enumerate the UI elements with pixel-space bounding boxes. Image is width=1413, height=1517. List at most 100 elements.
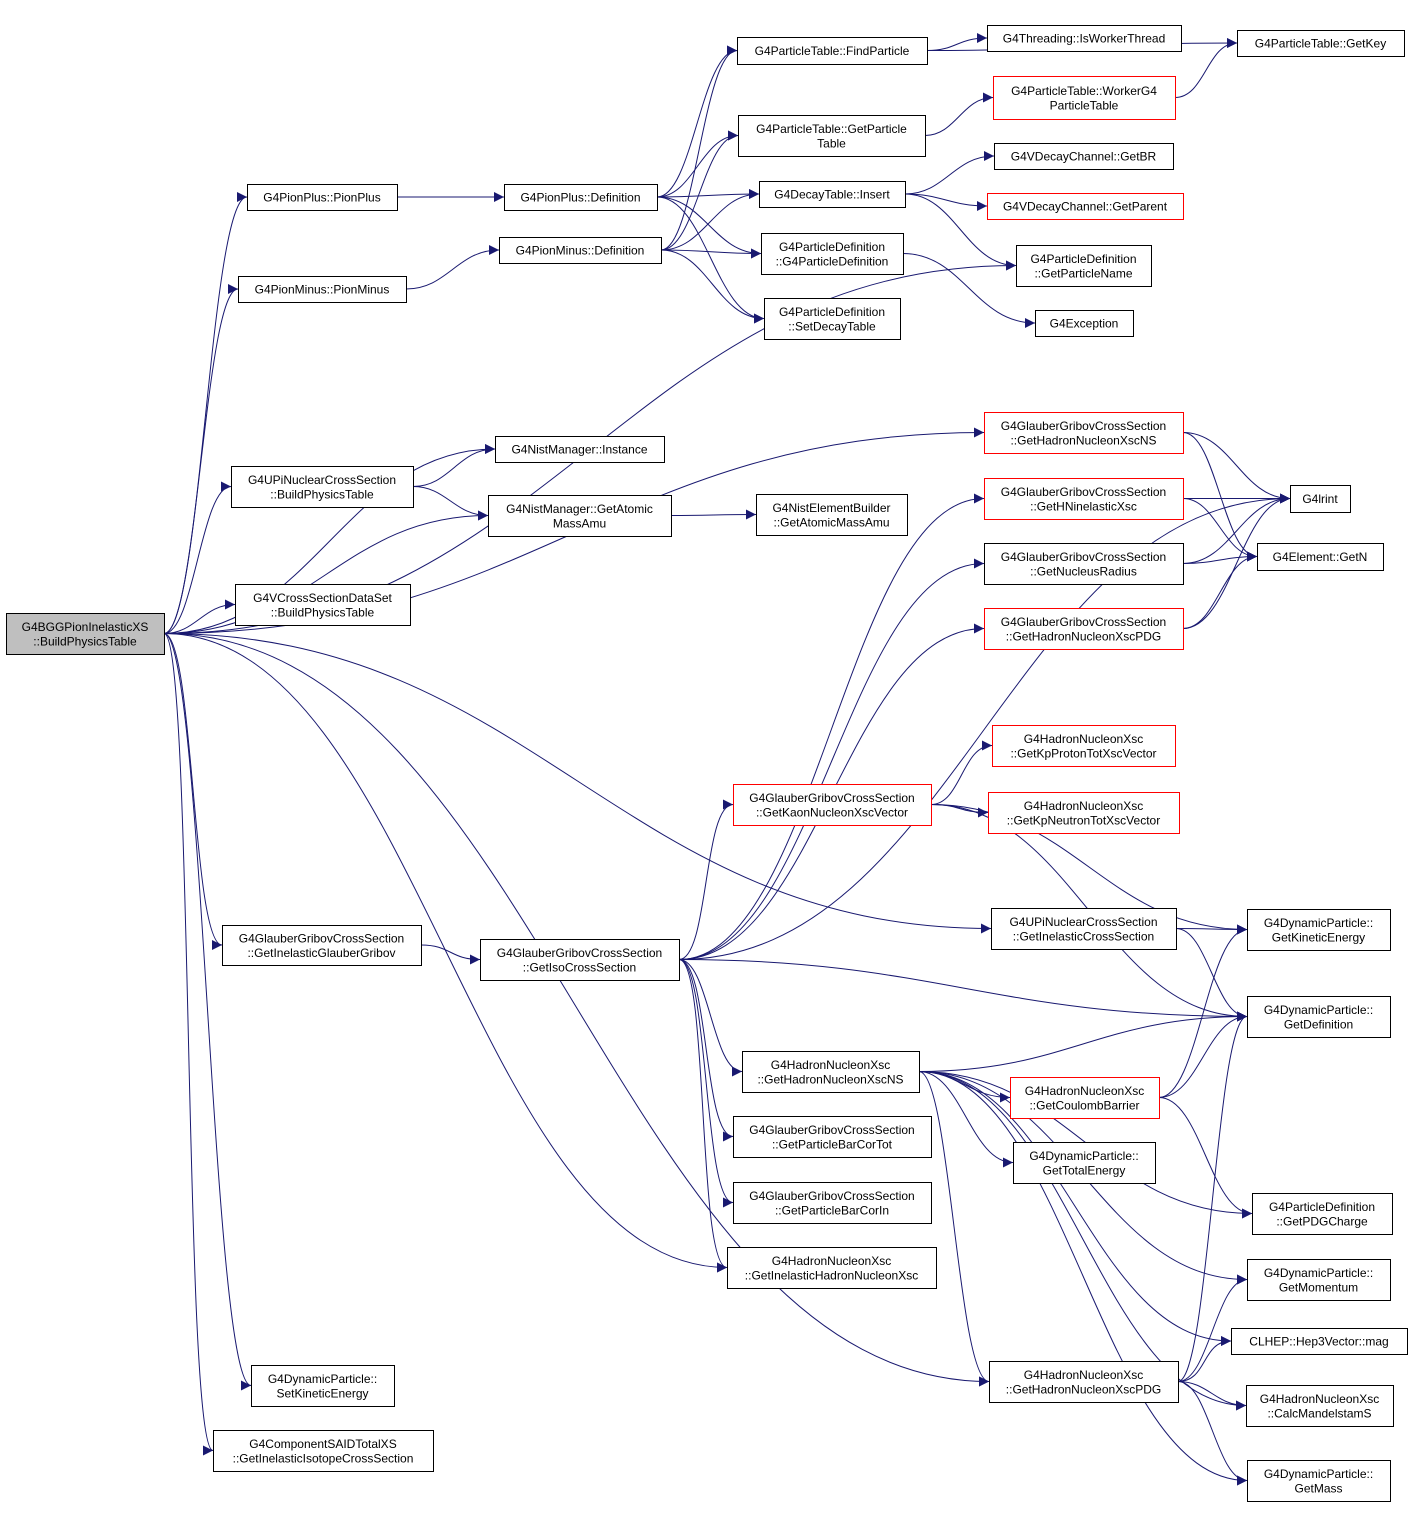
edge-gg-nucrad-to-g4lrint <box>1182 493 1291 564</box>
node-label-line: ::GetHadronNucleonXscNS <box>757 1072 903 1086</box>
node-gg-barcorin[interactable]: G4GlauberGribovCrossSection::GetParticle… <box>733 1182 932 1224</box>
node-hn-mandelstam[interactable]: G4HadronNucleonXsc::CalcMandelstamS <box>1246 1385 1394 1427</box>
node-findparticle[interactable]: G4ParticleTable::FindParticle <box>737 37 928 65</box>
edge-gg-iso-to-hn-inelhn <box>678 959 728 1273</box>
node-box <box>247 184 398 211</box>
node-pionplus-def[interactable]: G4PionPlus::Definition <box>504 184 658 211</box>
node-box <box>1237 30 1405 57</box>
node-nistelement-atomic[interactable]: G4NistElementBuilder::GetAtomicMassAmu <box>756 494 908 536</box>
node-label-line: ::GetKaonNucleonXscVector <box>756 805 908 819</box>
edge-hn-hnxscpdg-to-clhep-mag <box>1177 1336 1232 1382</box>
node-label-line: G4DecayTable::Insert <box>774 188 890 202</box>
node-hn-kpproton[interactable]: G4HadronNucleonXsc::GetKpProtonTotXscVec… <box>992 725 1176 767</box>
node-upi-inel[interactable]: G4UPiNuclearCrossSection::GetInelasticCr… <box>991 908 1177 950</box>
node-setdecaytable[interactable]: G4ParticleDefinition::SetDecayTable <box>764 298 901 340</box>
node-dyn-momentum[interactable]: G4DynamicParticle::GetMomentum <box>1247 1259 1391 1301</box>
node-decaytable-insert[interactable]: G4DecayTable::Insert <box>759 181 906 208</box>
node-box <box>1016 245 1152 287</box>
node-label-line: ::GetInelasticCrossSection <box>1013 929 1154 943</box>
node-hn-hnxscpdg[interactable]: G4HadronNucleonXsc::GetHadronNucleonXscP… <box>989 1361 1179 1403</box>
edge-hn-coulomb-to-dyn-kinetic <box>1158 924 1248 1098</box>
node-label-line: G4NistManager::Instance <box>511 443 647 457</box>
node-label-line: G4GlauberGribovCrossSection <box>1001 615 1166 629</box>
node-hn-inelhn[interactable]: G4HadronNucleonXsc::GetInelasticHadronNu… <box>727 1247 937 1289</box>
node-box <box>991 908 1177 950</box>
node-box <box>737 37 928 65</box>
node-dyn-kinetic[interactable]: G4DynamicParticle::GetKineticEnergy <box>1247 909 1391 951</box>
node-box <box>495 436 665 463</box>
node-nist-atomic[interactable]: G4NistManager::GetAtomicMassAmu <box>488 495 672 537</box>
node-element-getn[interactable]: G4Element::GetN <box>1257 543 1384 571</box>
node-gg-inelgg[interactable]: G4GlauberGribovCrossSection::GetInelasti… <box>222 925 422 966</box>
node-pionminus-ctor[interactable]: G4PionMinus::PionMinus <box>238 276 407 303</box>
edge-hn-coulomb-to-pdef-pdgcharge <box>1158 1097 1253 1219</box>
node-gg-hnxspdg[interactable]: G4GlauberGribovCrossSection::GetHadronNu… <box>984 608 1184 650</box>
node-box <box>1010 1077 1160 1119</box>
node-label-line: MassAmu <box>553 516 606 530</box>
edge-upi-inel-to-dyn-def <box>1175 928 1248 1022</box>
node-clhep-mag[interactable]: CLHEP::Hep3Vector::mag <box>1231 1328 1408 1355</box>
node-box <box>238 276 407 303</box>
node-box <box>984 412 1184 454</box>
node-gg-hninel[interactable]: G4GlauberGribovCrossSection::GetHNinelas… <box>984 478 1184 520</box>
edge-hn-hnxscns-to-dyn-total <box>918 1071 1014 1168</box>
edge-decaytable-insert-to-getparent <box>904 193 988 211</box>
node-pionminus-def[interactable]: G4PionMinus::Definition <box>499 237 662 264</box>
node-isworkerthread[interactable]: G4Threading::IsWorkerThread <box>987 25 1182 52</box>
node-gg-nucrad[interactable]: G4GlauberGribovCrossSection::GetNucleusR… <box>984 543 1184 585</box>
node-g4exception[interactable]: G4Exception <box>1035 310 1134 337</box>
node-hn-hnxscns[interactable]: G4HadronNucleonXsc::GetHadronNucleonXscN… <box>742 1051 920 1093</box>
edge-hn-hnxscpdg-to-dyn-def <box>1177 1011 1248 1382</box>
node-label-line: ::G4ParticleDefinition <box>776 254 889 268</box>
node-said-iso[interactable]: G4ComponentSAIDTotalXS::GetInelasticIsot… <box>213 1430 434 1472</box>
node-gg-kaon[interactable]: G4GlauberGribovCrossSection::GetKaonNucl… <box>733 784 932 826</box>
node-gg-iso[interactable]: G4GlauberGribovCrossSection::GetIsoCross… <box>480 939 680 981</box>
node-label-line: G4ParticleTable::GetKey <box>1255 37 1386 51</box>
node-box <box>987 193 1184 220</box>
node-gg-barcortot[interactable]: G4GlauberGribovCrossSection::GetParticle… <box>733 1116 932 1158</box>
node-label-line: G4GlauberGribovCrossSection <box>749 1123 914 1137</box>
node-box <box>213 1430 434 1472</box>
edge-root-to-dyn-setkin <box>163 633 252 1391</box>
node-dyn-def[interactable]: G4DynamicParticle::GetDefinition <box>1247 996 1391 1038</box>
node-getkey[interactable]: G4ParticleTable::GetKey <box>1237 30 1405 57</box>
edge-root-to-pionminus-ctor <box>163 284 239 634</box>
node-label-line: G4HadronNucleonXsc <box>1024 799 1143 813</box>
node-vcs-build[interactable]: G4VCrossSectionDataSet::BuildPhysicsTabl… <box>235 584 411 626</box>
node-label-line: G4Element::GetN <box>1273 550 1368 564</box>
node-hn-coulomb[interactable]: G4HadronNucleonXsc::GetCoulombBarrier <box>1010 1077 1160 1119</box>
node-box <box>1231 1328 1408 1355</box>
edge-pionplus-def-to-findparticle <box>656 45 738 198</box>
node-box <box>738 115 926 157</box>
node-label-line: ::GetInelasticHadronNucleonXsc <box>745 1268 918 1282</box>
node-label-line: G4NistElementBuilder <box>772 501 890 515</box>
edge-root-to-pionplus-ctor <box>163 192 248 634</box>
node-dyn-setkin[interactable]: G4DynamicParticle::SetKineticEnergy <box>251 1365 395 1407</box>
node-dyn-total[interactable]: G4DynamicParticle::GetTotalEnergy <box>1013 1142 1156 1184</box>
node-nist-instance[interactable]: G4NistManager::Instance <box>495 436 665 463</box>
node-gg-hnxsns[interactable]: G4GlauberGribovCrossSection::GetHadronNu… <box>984 412 1184 454</box>
node-root[interactable]: G4BGGPionInelasticXS::BuildPhysicsTable <box>6 613 165 655</box>
node-label-line: G4DynamicParticle:: <box>268 1372 377 1386</box>
node-label-line: ::SetDecayTable <box>788 319 876 333</box>
node-box <box>1035 310 1134 337</box>
node-label-line: G4VDecayChannel::GetBR <box>1011 150 1157 164</box>
node-upi-build[interactable]: G4UPiNuclearCrossSection::BuildPhysicsTa… <box>231 466 414 508</box>
node-box <box>1247 996 1391 1038</box>
node-pdef-ctor[interactable]: G4ParticleDefinition::G4ParticleDefiniti… <box>761 233 904 275</box>
edge-root-to-vcs-build <box>163 599 236 634</box>
node-pionplus-ctor[interactable]: G4PionPlus::PionPlus <box>247 184 398 211</box>
node-getparticlename[interactable]: G4ParticleDefinition::GetParticleName <box>1016 245 1152 287</box>
node-pdef-pdgcharge[interactable]: G4ParticleDefinition::GetPDGCharge <box>1252 1193 1393 1235</box>
node-hn-kpneutron[interactable]: G4HadronNucleonXsc::GetKpNeutronTotXscVe… <box>988 792 1180 834</box>
node-getparent[interactable]: G4VDecayChannel::GetParent <box>987 193 1184 220</box>
node-label-line: ::GetParticleBarCorIn <box>775 1203 889 1217</box>
edge-gg-hnxsns-to-element-getn <box>1182 432 1258 562</box>
node-label-line: G4Exception <box>1050 317 1119 331</box>
node-getbr[interactable]: G4VDecayChannel::GetBR <box>994 143 1174 170</box>
node-dyn-mass[interactable]: G4DynamicParticle::GetMass <box>1247 1460 1391 1502</box>
node-g4lrint[interactable]: G4lrint <box>1290 485 1351 513</box>
